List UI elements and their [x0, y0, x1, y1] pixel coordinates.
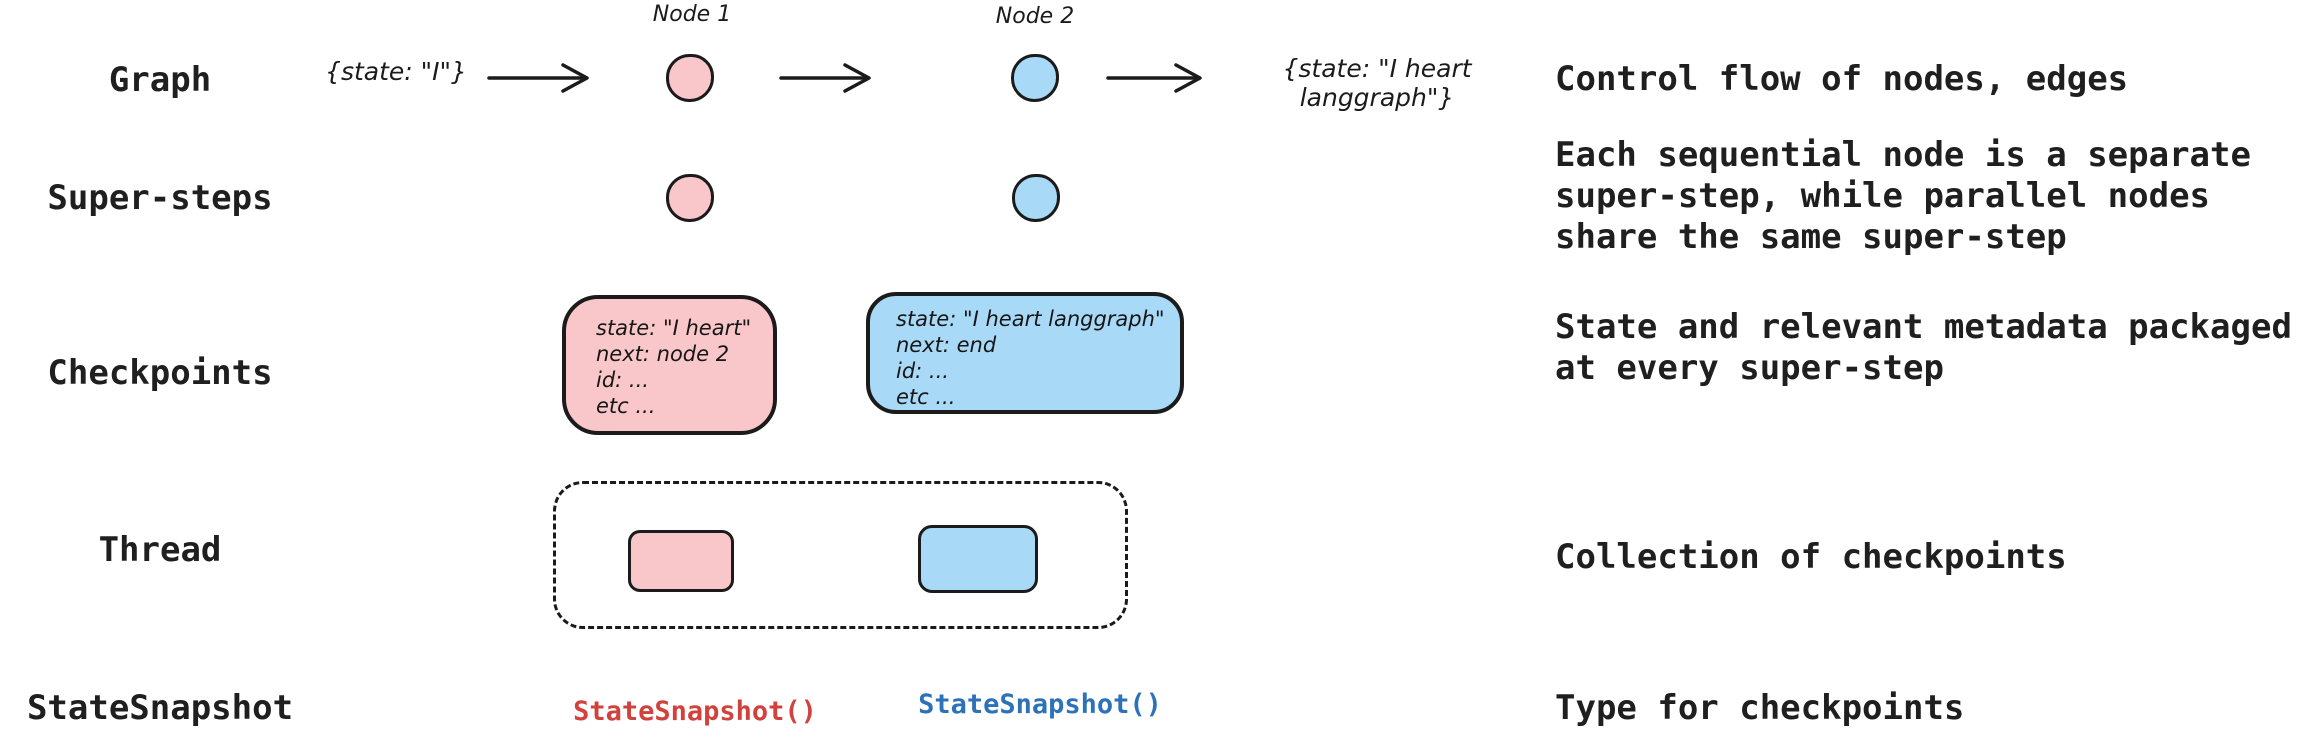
- thread-checkpoint-pink: [628, 530, 734, 592]
- row-label-thread: Thread: [98, 530, 222, 570]
- desc-checkpoints: State and relevant metadata packaged at …: [1555, 307, 2292, 388]
- checkpoint-card-node1-text: state: "I heart" next: node 2 id: ... et…: [596, 316, 752, 418]
- input-state-annotation: {state: "I"}: [325, 57, 467, 86]
- node1-label: Node 1: [652, 2, 732, 27]
- checkpoint-card-node1: state: "I heart" next: node 2 id: ... et…: [562, 295, 777, 435]
- flow-arrow-icon: [1106, 63, 1202, 93]
- row-label-graph: Graph: [108, 60, 212, 100]
- super-step-1-circle: [666, 174, 714, 222]
- thread-boundary: [553, 481, 1128, 629]
- node2-label: Node 2: [995, 4, 1075, 29]
- output-state-annotation: {state: "I heart langgraph"}: [1282, 54, 1472, 112]
- flow-arrow-icon: [779, 63, 871, 93]
- desc-graph: Control flow of nodes, edges: [1555, 59, 2129, 99]
- row-label-super-steps: Super-steps: [47, 178, 273, 218]
- flow-arrow-icon: [487, 63, 589, 93]
- row-label-statesnapshot: StateSnapshot: [26, 688, 294, 728]
- thread-checkpoint-blue: [918, 525, 1038, 593]
- desc-statesnapshot: Type for checkpoints: [1555, 688, 1965, 728]
- statesnapshot-call-red: StateSnapshot(): [573, 696, 817, 727]
- node-1-circle: [666, 54, 714, 102]
- super-step-2-circle: [1012, 174, 1060, 222]
- desc-super-steps: Each sequential node is a separate super…: [1555, 135, 2251, 257]
- desc-thread: Collection of checkpoints: [1555, 537, 2067, 577]
- checkpoint-card-node2: state: "I heart langgraph" next: end id:…: [866, 292, 1184, 414]
- checkpoint-card-node2-text: state: "I heart langgraph" next: end id:…: [896, 307, 1165, 409]
- statesnapshot-call-blue: StateSnapshot(): [918, 689, 1162, 720]
- node-2-circle: [1011, 54, 1059, 102]
- row-label-checkpoints: Checkpoints: [47, 353, 273, 393]
